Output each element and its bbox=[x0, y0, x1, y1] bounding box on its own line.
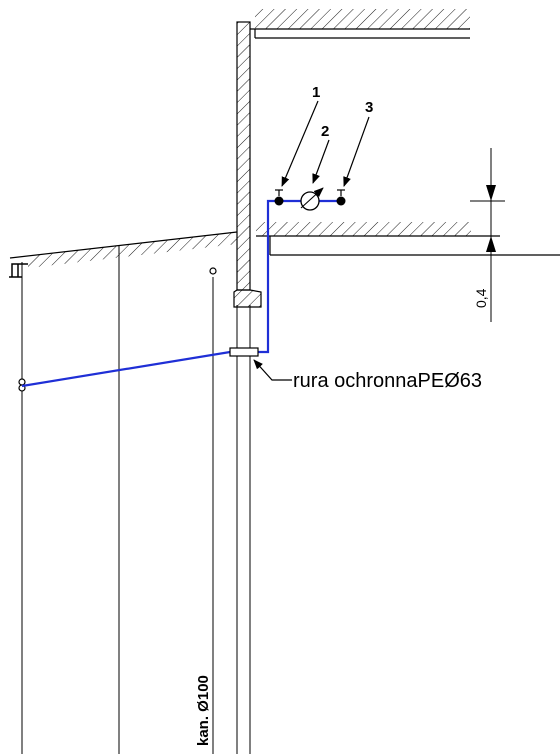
basement-slab bbox=[256, 222, 560, 256]
leader-3 bbox=[343, 116, 370, 187]
sewer-pipe-label: kan. Ø100 bbox=[195, 675, 212, 746]
street-hydrant-icon bbox=[9, 263, 28, 278]
depth-dimension-value: 0,4 bbox=[473, 288, 489, 308]
protective-sleeve bbox=[229, 347, 259, 357]
water-service-line bbox=[21, 199, 341, 388]
vertical-reference-lines bbox=[21, 245, 251, 754]
upper-slab bbox=[250, 9, 470, 39]
fitting-2-label: 2 bbox=[321, 123, 329, 140]
valve-3-icon bbox=[336, 189, 346, 206]
ground-surface bbox=[9, 231, 238, 268]
sewer-marker-icon bbox=[209, 267, 217, 275]
building-wall bbox=[233, 21, 262, 308]
valve-1-icon bbox=[274, 189, 284, 206]
sleeve-note: rura ochronnaPEØ63 bbox=[293, 370, 482, 392]
sleeve-leader bbox=[253, 359, 292, 381]
depth-dimension bbox=[470, 148, 505, 322]
leader-1 bbox=[281, 100, 319, 187]
fitting-3-label: 3 bbox=[365, 99, 373, 116]
leader-2 bbox=[312, 139, 330, 184]
fitting-1-label: 1 bbox=[312, 84, 320, 101]
water-meter-icon bbox=[300, 187, 324, 211]
wall-footing bbox=[233, 289, 262, 308]
